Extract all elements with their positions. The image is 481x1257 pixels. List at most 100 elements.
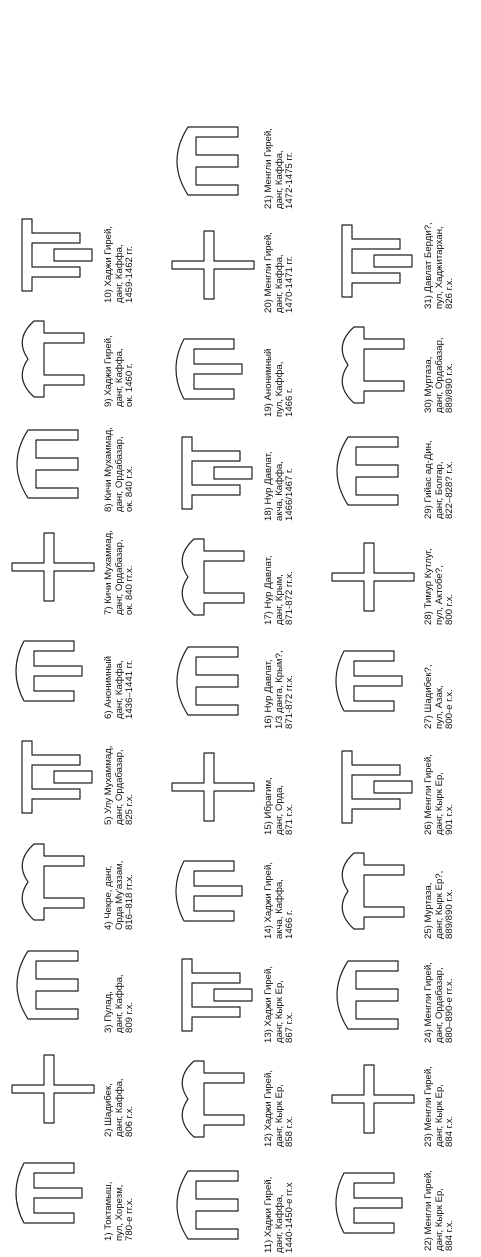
tamga-caption: 26) Менгли Гирей,данг, Кырк Ер,901 г.х. xyxy=(424,729,456,835)
tamga-caption-line: 22) Менгли Гирей, xyxy=(424,1145,435,1251)
tamga-icon xyxy=(324,211,420,311)
tamga-icon xyxy=(4,309,100,409)
tamga-caption-line: 25) Муртаза, xyxy=(424,833,435,939)
tamga-caption: 30) Муртаза,данг, Ордабазар,889/890 г.х. xyxy=(424,307,456,413)
tamga-icon xyxy=(324,421,420,521)
tamga-item: 26) Менгли Гирей,данг, Кырк Ер,901 г.х. xyxy=(320,729,480,837)
tamga-caption-line: 1466 г. xyxy=(285,833,296,939)
tamga-caption: 22) Менгли Гирей,данг, Кырк Ер,884 г.х. xyxy=(424,1145,456,1251)
tamga-caption: 12) Хаджи Гирей,данг, Кырк Ер,858 г.х. xyxy=(264,1041,296,1147)
tamga-icon xyxy=(164,1049,260,1149)
tamga-item: 11) Хаджи Гирей,данг, Каффа,1440-1450-е … xyxy=(160,1147,320,1255)
tamga-row: 22) Менгли Гирей,данг, Кырк Ер,884 г.х.2… xyxy=(320,0,480,1257)
tamga-icon xyxy=(4,621,100,721)
tamga-icon xyxy=(324,527,420,627)
tamga-icon xyxy=(4,205,100,305)
tamga-icon xyxy=(164,737,260,837)
tamga-caption-line: ок. 840 гг.х. xyxy=(125,509,136,615)
tamga-caption: 31) Давлат Берди?,пул, Хаджитархан,826 г… xyxy=(424,203,456,309)
tamga-caption-line: 5) Улу Мухаммад, xyxy=(104,719,115,825)
tamga-caption: 11) Хаджи Гирей,данг, Каффа,1440-1450-е … xyxy=(264,1147,296,1253)
tamga-caption-line: 8) Кичи Мухаммад, xyxy=(104,406,115,512)
tamga-caption: 9) Хаджи Гирей,данг, Каффа,ок. 1460 г. xyxy=(104,301,136,407)
tamga-item: 8) Кичи Мухаммад,данг, Ордабазар,ок. 840… xyxy=(0,406,160,514)
tamga-icon xyxy=(324,1049,420,1149)
tamga-caption-line: 884 г.х. xyxy=(445,1041,456,1147)
tamga-icon xyxy=(164,319,260,419)
tamga-item: 15) Ибрагим,данг, Орда,871 г.х. xyxy=(160,729,320,837)
tamga-caption-line: 800-е г.х. xyxy=(445,623,456,729)
tamga-caption-line: 27) Шадибек?, xyxy=(424,623,435,729)
tamga-icon xyxy=(4,517,100,617)
tamga-icon xyxy=(4,935,100,1035)
tamga-caption-line: 880–890-е гг.х. xyxy=(445,937,456,1043)
tamga-icon xyxy=(4,1143,100,1243)
tamga-caption-line: 21) Менгли Гирей, xyxy=(264,103,275,209)
tamga-caption-line: 858 г.х. xyxy=(285,1041,296,1147)
tamga-icon xyxy=(324,945,420,1045)
tamga-caption-line: 16) Нур Давлат, xyxy=(264,623,275,729)
tamga-caption-line: 1459-1462 гг. xyxy=(125,197,136,303)
tamga-caption-line: 12) Хаджи Гирей, xyxy=(264,1041,275,1147)
tamga-item: 12) Хаджи Гирей,данг, Кырк Ер,858 г.х. xyxy=(160,1041,320,1149)
tamga-caption: 4) Чекре, данг,Орда Му'аззам,816–818 гг.… xyxy=(104,824,136,930)
tamga-caption-line: 3) Пулад, xyxy=(104,927,115,1033)
tamga-caption-line: 1466/1467 г. xyxy=(285,415,296,521)
tamga-caption-line: 31) Давлат Берди?, xyxy=(424,203,435,309)
tamga-caption-line: 23) Менгли Гирей, xyxy=(424,1041,435,1147)
tamga-caption: 21) Менгли Гирей,данг, Каффа,1472-1475 г… xyxy=(264,103,296,209)
tamga-caption-line: 889/890 г.х. xyxy=(445,307,456,413)
tamga-caption: 5) Улу Мухаммад,данг, Ордабазар,825 г.х. xyxy=(104,719,136,825)
tamga-item: 23) Менгли Гирей,данг, Кырк Ер,884 г.х. xyxy=(320,1041,480,1149)
tamga-item: 17) Нур Давлат,данг, Крым,871-872 гг.х. xyxy=(160,519,320,627)
tamga-caption-line: 26) Менгли Гирей, xyxy=(424,729,435,835)
tamga-item: 4) Чекре, данг,Орда Му'аззам,816–818 гг.… xyxy=(0,824,160,932)
tamga-item: 28) Тимур Кутлуг,пул, Актобе?,800 г.х. xyxy=(320,519,480,627)
tamga-icon xyxy=(164,111,260,211)
tamga-caption-line: 780-е гг.х. xyxy=(125,1135,136,1241)
tamga-caption: 10) Хаджи Гирей,данг, Каффа,1459-1462 гг… xyxy=(104,197,136,303)
tamga-caption-line: 816–818 гг.х. xyxy=(125,824,136,930)
tamga-caption-line: 1436–1441 гг. xyxy=(125,613,136,719)
tamga-icon xyxy=(164,841,260,941)
tamga-caption-line: 1440-1450-е гг.х xyxy=(285,1147,296,1253)
tamga-item: 27) Шадибек?,пул, Азак,800-е г.х. xyxy=(320,623,480,731)
tamga-caption-line: 822–828? г.х. xyxy=(445,413,456,519)
tamga-item: 5) Улу Мухаммад,данг, Ордабазар,825 г.х. xyxy=(0,719,160,827)
tamga-caption: 17) Нур Давлат,данг, Крым,871-872 гг.х. xyxy=(264,519,296,625)
tamga-caption-line: 1) Токтамыш, xyxy=(104,1135,115,1241)
tamga-caption-line: 9) Хаджи Гирей, xyxy=(104,301,115,407)
tamga-item: 14) Хаджи Гирей,акча, Каффа,1466 г. xyxy=(160,833,320,941)
tamga-caption-line: ок. 1460 г. xyxy=(125,301,136,407)
tamga-item: 3) Пулад,данг, Каффа,809 г.х. xyxy=(0,927,160,1035)
tamga-icon xyxy=(164,423,260,523)
tamga-caption-line: 18) Нур Давлат, xyxy=(264,415,275,521)
tamga-item: 7) Кичи Мухаммад,данг, Ордабазар,ок. 840… xyxy=(0,509,160,617)
tamga-row: 11) Хаджи Гирей,данг, Каффа,1440-1450-е … xyxy=(160,0,320,1257)
tamga-caption-line: 6) Анонимный xyxy=(104,613,115,719)
tamga-caption: 28) Тимур Кутлуг,пул, Актобе?,800 г.х. xyxy=(424,519,456,625)
tamga-caption-line: 7) Кичи Мухаммад, xyxy=(104,509,115,615)
tamga-item: 2) Шадибек,данг, Каффа,806 г.х. xyxy=(0,1031,160,1139)
tamga-icon xyxy=(4,1039,100,1139)
tamga-item: 30) Муртаза,данг, Ордабазар,889/890 г.х. xyxy=(320,307,480,415)
tamga-caption-line: 29) Гийас ад-Дин, xyxy=(424,413,435,519)
tamga-caption-line: 889/890 г.х. xyxy=(445,833,456,939)
tamga-icon xyxy=(164,527,260,627)
tamga-caption-line: 809 г.х. xyxy=(125,927,136,1033)
tamga-caption-line: 19) Анонимный xyxy=(264,311,275,417)
tamga-caption: 25) Муртаза,данг, Кырк Ер?,889/890 г.х. xyxy=(424,833,456,939)
tamga-item: 21) Менгли Гирей,данг, Каффа,1472-1475 г… xyxy=(160,103,320,211)
tamga-icon xyxy=(324,737,420,837)
tamga-caption-line: 800 г.х. xyxy=(445,519,456,625)
tamga-caption-line: 871-872 гг.х. xyxy=(285,519,296,625)
tamga-item: 9) Хаджи Гирей,данг, Каффа,ок. 1460 г. xyxy=(0,301,160,409)
tamga-caption-line: 14) Хаджи Гирей, xyxy=(264,833,275,939)
tamga-caption-line: 20) Менгли Гирей, xyxy=(264,207,275,313)
tamga-caption-line: 4) Чекре, данг, xyxy=(104,824,115,930)
